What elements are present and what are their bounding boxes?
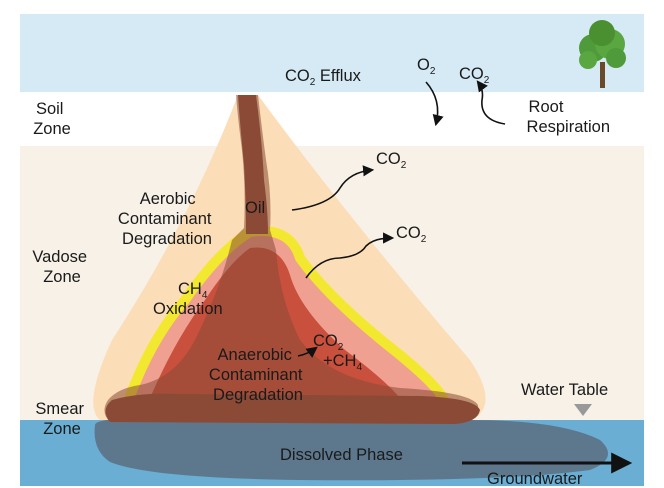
smear-oil-lens xyxy=(105,393,481,424)
sky-band xyxy=(20,14,644,92)
vadose-zone-label: Vadose Zone xyxy=(32,248,91,286)
co2-ch4-label: CO2 +CH4 xyxy=(313,332,362,373)
o2-arrow xyxy=(425,81,444,127)
groundwater-label: Groundwater xyxy=(487,470,583,488)
root-co2-arrow xyxy=(476,80,506,125)
soil-zone-label: Soil Zone xyxy=(33,100,71,138)
tree-icon xyxy=(579,20,626,88)
oil-core-column xyxy=(238,95,268,234)
ch4-oxidation-ring xyxy=(123,226,450,407)
mid-co2-label: CO2 xyxy=(396,224,427,245)
ring-co2-arrow xyxy=(305,232,395,279)
o2-label: O2 xyxy=(417,56,436,77)
dissolved-phase-plume xyxy=(94,418,609,481)
root-co2-label: CO2 xyxy=(459,65,490,86)
root-respiration-label: Root Respiration xyxy=(527,98,610,136)
oil-column xyxy=(104,95,479,422)
dissolved-phase-label: Dissolved Phase xyxy=(280,446,403,464)
smear-zone-label: Smear Zone xyxy=(35,400,88,438)
water-table-label: Water Table xyxy=(521,381,608,399)
anaerobic-degradation-label: Anaerobic Contaminant Degradation xyxy=(209,346,307,404)
oil-label: Oil xyxy=(245,199,265,217)
soil-band xyxy=(20,92,644,146)
co2-efflux-label: CO2 Efflux xyxy=(285,67,362,88)
aerobic-degradation-label: Aerobic Contaminant Degradation xyxy=(118,190,216,248)
oil-co2-arrow xyxy=(291,165,375,211)
anaerobic-co2-arrow xyxy=(297,346,318,358)
upper-co2-label: CO2 xyxy=(376,150,407,171)
ch4-oxidation-label: CH4 Oxidation xyxy=(153,280,223,318)
water-table-marker xyxy=(574,404,592,416)
